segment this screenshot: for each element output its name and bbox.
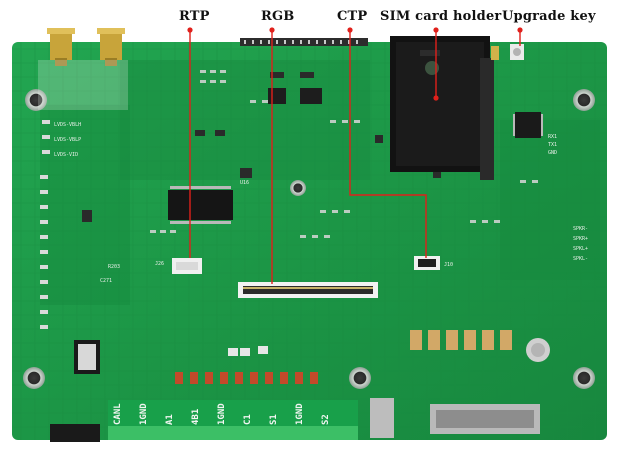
sim-card-holder [390, 36, 494, 180]
mounting-hole [23, 367, 45, 389]
callout-label-ctp: CTP [337, 9, 368, 24]
callout-label-rgb: RGB [261, 9, 295, 24]
terminal-label: S1 [269, 414, 279, 425]
silk-right-pin-4: SPKL- [573, 256, 588, 262]
callout-label-upgrade: Upgrade key [502, 9, 596, 24]
mounting-hole [349, 367, 371, 389]
silk-u16: U16 [240, 180, 249, 186]
mounting-hole [290, 180, 306, 196]
antenna-connector-1 [47, 28, 75, 66]
silk-right-pin-3: SPKL+ [573, 246, 588, 252]
silk-j26: J26 [155, 261, 164, 267]
main-ic-chip [168, 190, 233, 220]
mounting-hole [573, 89, 595, 111]
rtp-connector [172, 258, 202, 274]
mounting-hole [573, 367, 595, 389]
rgb-fpc-connector [238, 282, 378, 298]
terminal-label: 1GND [217, 403, 227, 425]
silk-rx: RX1 [548, 134, 557, 140]
ctp-connector [414, 256, 440, 270]
terminal-label: A1 [165, 414, 175, 425]
silk-r203: R203 [108, 264, 120, 270]
callout-label-rtp: RTP [179, 9, 210, 24]
callout-label-sim: SIM card holder [380, 9, 502, 24]
silk-left-pin-3: LVDS-VID [54, 152, 78, 158]
sub-ic-chip [515, 112, 541, 138]
top-pin-header [240, 38, 368, 46]
terminal-label: 4B1 [191, 409, 201, 425]
upgrade-key [510, 44, 524, 60]
silk-c271: C271 [100, 278, 112, 284]
silk-left-pin-1: LVDS-VBLH [54, 122, 81, 128]
silk-right-pin-1: SPKR- [573, 226, 588, 232]
terminal-label: CANL [113, 403, 123, 425]
callout-line-ctp [349, 30, 427, 258]
mounting-hole [25, 89, 47, 111]
antenna-connector-2 [97, 28, 125, 66]
silk-tx: TX1 [548, 142, 557, 148]
bottom-terminal-block [108, 400, 358, 440]
silk-j10: J10 [444, 262, 453, 268]
silk-gnd: GND [548, 150, 557, 156]
silk-right-pin-2: SPKR+ [573, 236, 588, 242]
inductor [74, 340, 100, 374]
silk-left-pin-2: LVDS-VBLP [54, 137, 81, 143]
terminal-label: C1 [243, 414, 253, 425]
terminal-label: S2 [321, 414, 331, 425]
terminal-label: 1GND [139, 403, 149, 425]
terminal-label: 1GND [295, 403, 305, 425]
